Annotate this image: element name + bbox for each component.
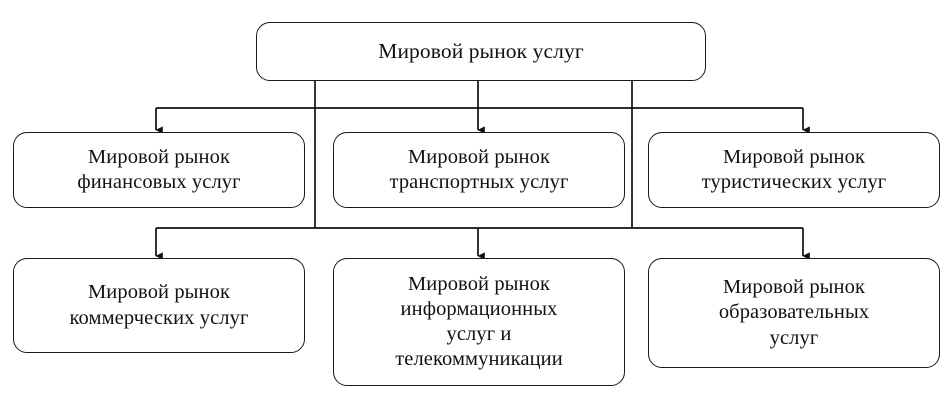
node-commercial-services-market: Мировой рынок коммерческих услуг (13, 258, 305, 353)
node-label: Мировой рынок транспортных услуг (389, 145, 569, 193)
node-education-services-market: Мировой рынок образовательных услуг (648, 258, 940, 368)
node-label: Мировой рынок образовательных услуг (718, 276, 870, 349)
node-financial-services-market: Мировой рынок финансовых услуг (13, 132, 305, 208)
node-transport-services-market: Мировой рынок транспортных услуг (333, 132, 625, 208)
node-label: Мировой рынок информационных услуг и тел… (395, 272, 563, 371)
node-label: Мировой рынок туристических услуг (701, 145, 887, 193)
node-label: Мировой рынок финансовых услуг (77, 145, 241, 193)
node-information-services-market: Мировой рынок информационных услуг и тел… (333, 258, 625, 386)
node-label: Мировой рынок услуг (378, 39, 584, 64)
node-tourism-services-market: Мировой рынок туристических услуг (648, 132, 940, 208)
node-world-services-market: Мировой рынок услуг (256, 22, 706, 81)
node-label: Мировой рынок коммерческих услуг (69, 281, 249, 329)
